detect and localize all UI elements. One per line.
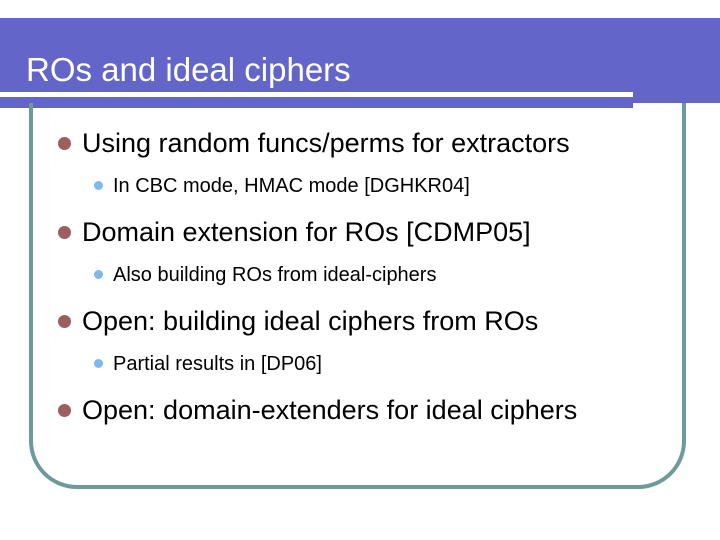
filled-circle-bullet-icon — [58, 404, 71, 417]
list-item-label: Also building ROs from ideal-ciphers — [113, 264, 437, 286]
filled-circle-bullet-icon — [94, 359, 103, 368]
list-item-label: In CBC mode, HMAC mode [DGHKR04] — [113, 175, 470, 197]
list-item: Partial results in [DP06] — [94, 350, 720, 393]
filled-circle-bullet-icon — [94, 270, 103, 279]
list-item: Using random funcs/perms for extractors — [58, 126, 720, 172]
list-item: Also building ROs from ideal-ciphers — [94, 261, 720, 304]
list-item-label: Using random funcs/perms for extractors — [82, 128, 570, 158]
list-item-label: Partial results in [DP06] — [113, 353, 322, 375]
list-item-label: Domain extension for ROs [CDMP05] — [82, 217, 531, 247]
list-item: Domain extension for ROs [CDMP05] — [58, 215, 720, 261]
list-item-label: Open: building ideal ciphers from ROs — [82, 306, 539, 336]
title-banner — [0, 18, 720, 103]
list-item-label: Open: domain-extenders for ideal ciphers — [82, 395, 578, 425]
filled-circle-bullet-icon — [94, 181, 103, 190]
filled-circle-bullet-icon — [58, 137, 71, 150]
list-item: In CBC mode, HMAC mode [DGHKR04] — [94, 172, 720, 215]
bullet-list: Using random funcs/perms for extractors … — [0, 126, 720, 439]
list-item: Open: domain-extenders for ideal ciphers — [58, 393, 720, 439]
list-item: Open: building ideal ciphers from ROs — [58, 304, 720, 350]
content-frame-border — [29, 103, 686, 489]
filled-circle-bullet-icon — [58, 315, 71, 328]
title-divider-line — [0, 92, 633, 97]
title-banner-lower-strip — [0, 97, 633, 108]
slide-title: ROs and ideal ciphers — [26, 51, 351, 89]
filled-circle-bullet-icon — [58, 226, 71, 239]
